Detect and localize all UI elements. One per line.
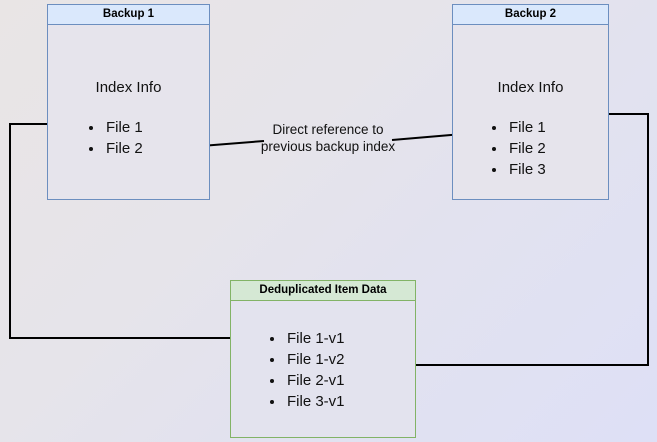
- backup-2-file-list: File 1 File 2 File 3: [491, 117, 546, 180]
- list-item: File 1: [507, 117, 546, 138]
- list-item: File 3: [507, 159, 546, 180]
- backup-1-index-info-label: Index Info: [95, 79, 162, 96]
- index-reference-caption: Direct reference to previous backup inde…: [248, 121, 408, 155]
- list-item: File 1: [104, 117, 143, 138]
- deduplicated-file-list: File 1-v1 File 1-v2 File 2-v1 File 3-v1: [269, 328, 345, 412]
- list-item: File 2-v1: [285, 370, 345, 391]
- deduplicated-item-data-node: Deduplicated Item Data File 1-v1 File 1-…: [230, 280, 416, 438]
- backup-2-node: Backup 2 Index Info File 1 File 2 File 3: [452, 4, 609, 200]
- deduplicated-item-data-body: File 1-v1 File 1-v2 File 2-v1 File 3-v1: [231, 301, 415, 437]
- caption-line-1: Direct reference to: [272, 122, 384, 137]
- caption-line-2: previous backup index: [260, 139, 396, 154]
- list-item: File 1-v2: [285, 349, 345, 370]
- list-item: File 2: [507, 138, 546, 159]
- backup-1-node: Backup 1 Index Info File 1 File 2: [47, 4, 210, 200]
- list-item: File 1-v1: [285, 328, 345, 349]
- deduplicated-item-data-title: Deduplicated Item Data: [231, 281, 415, 301]
- backup-1-title: Backup 1: [48, 5, 209, 25]
- backup-1-body: Index Info File 1 File 2: [48, 25, 209, 199]
- backup-2-body: Index Info File 1 File 2 File 3: [453, 25, 608, 199]
- backup-2-title: Backup 2: [453, 5, 608, 25]
- backup-2-index-info-label: Index Info: [497, 79, 564, 96]
- list-item: File 2: [104, 138, 143, 159]
- list-item: File 3-v1: [285, 391, 345, 412]
- backup-1-file-list: File 1 File 2: [88, 117, 143, 159]
